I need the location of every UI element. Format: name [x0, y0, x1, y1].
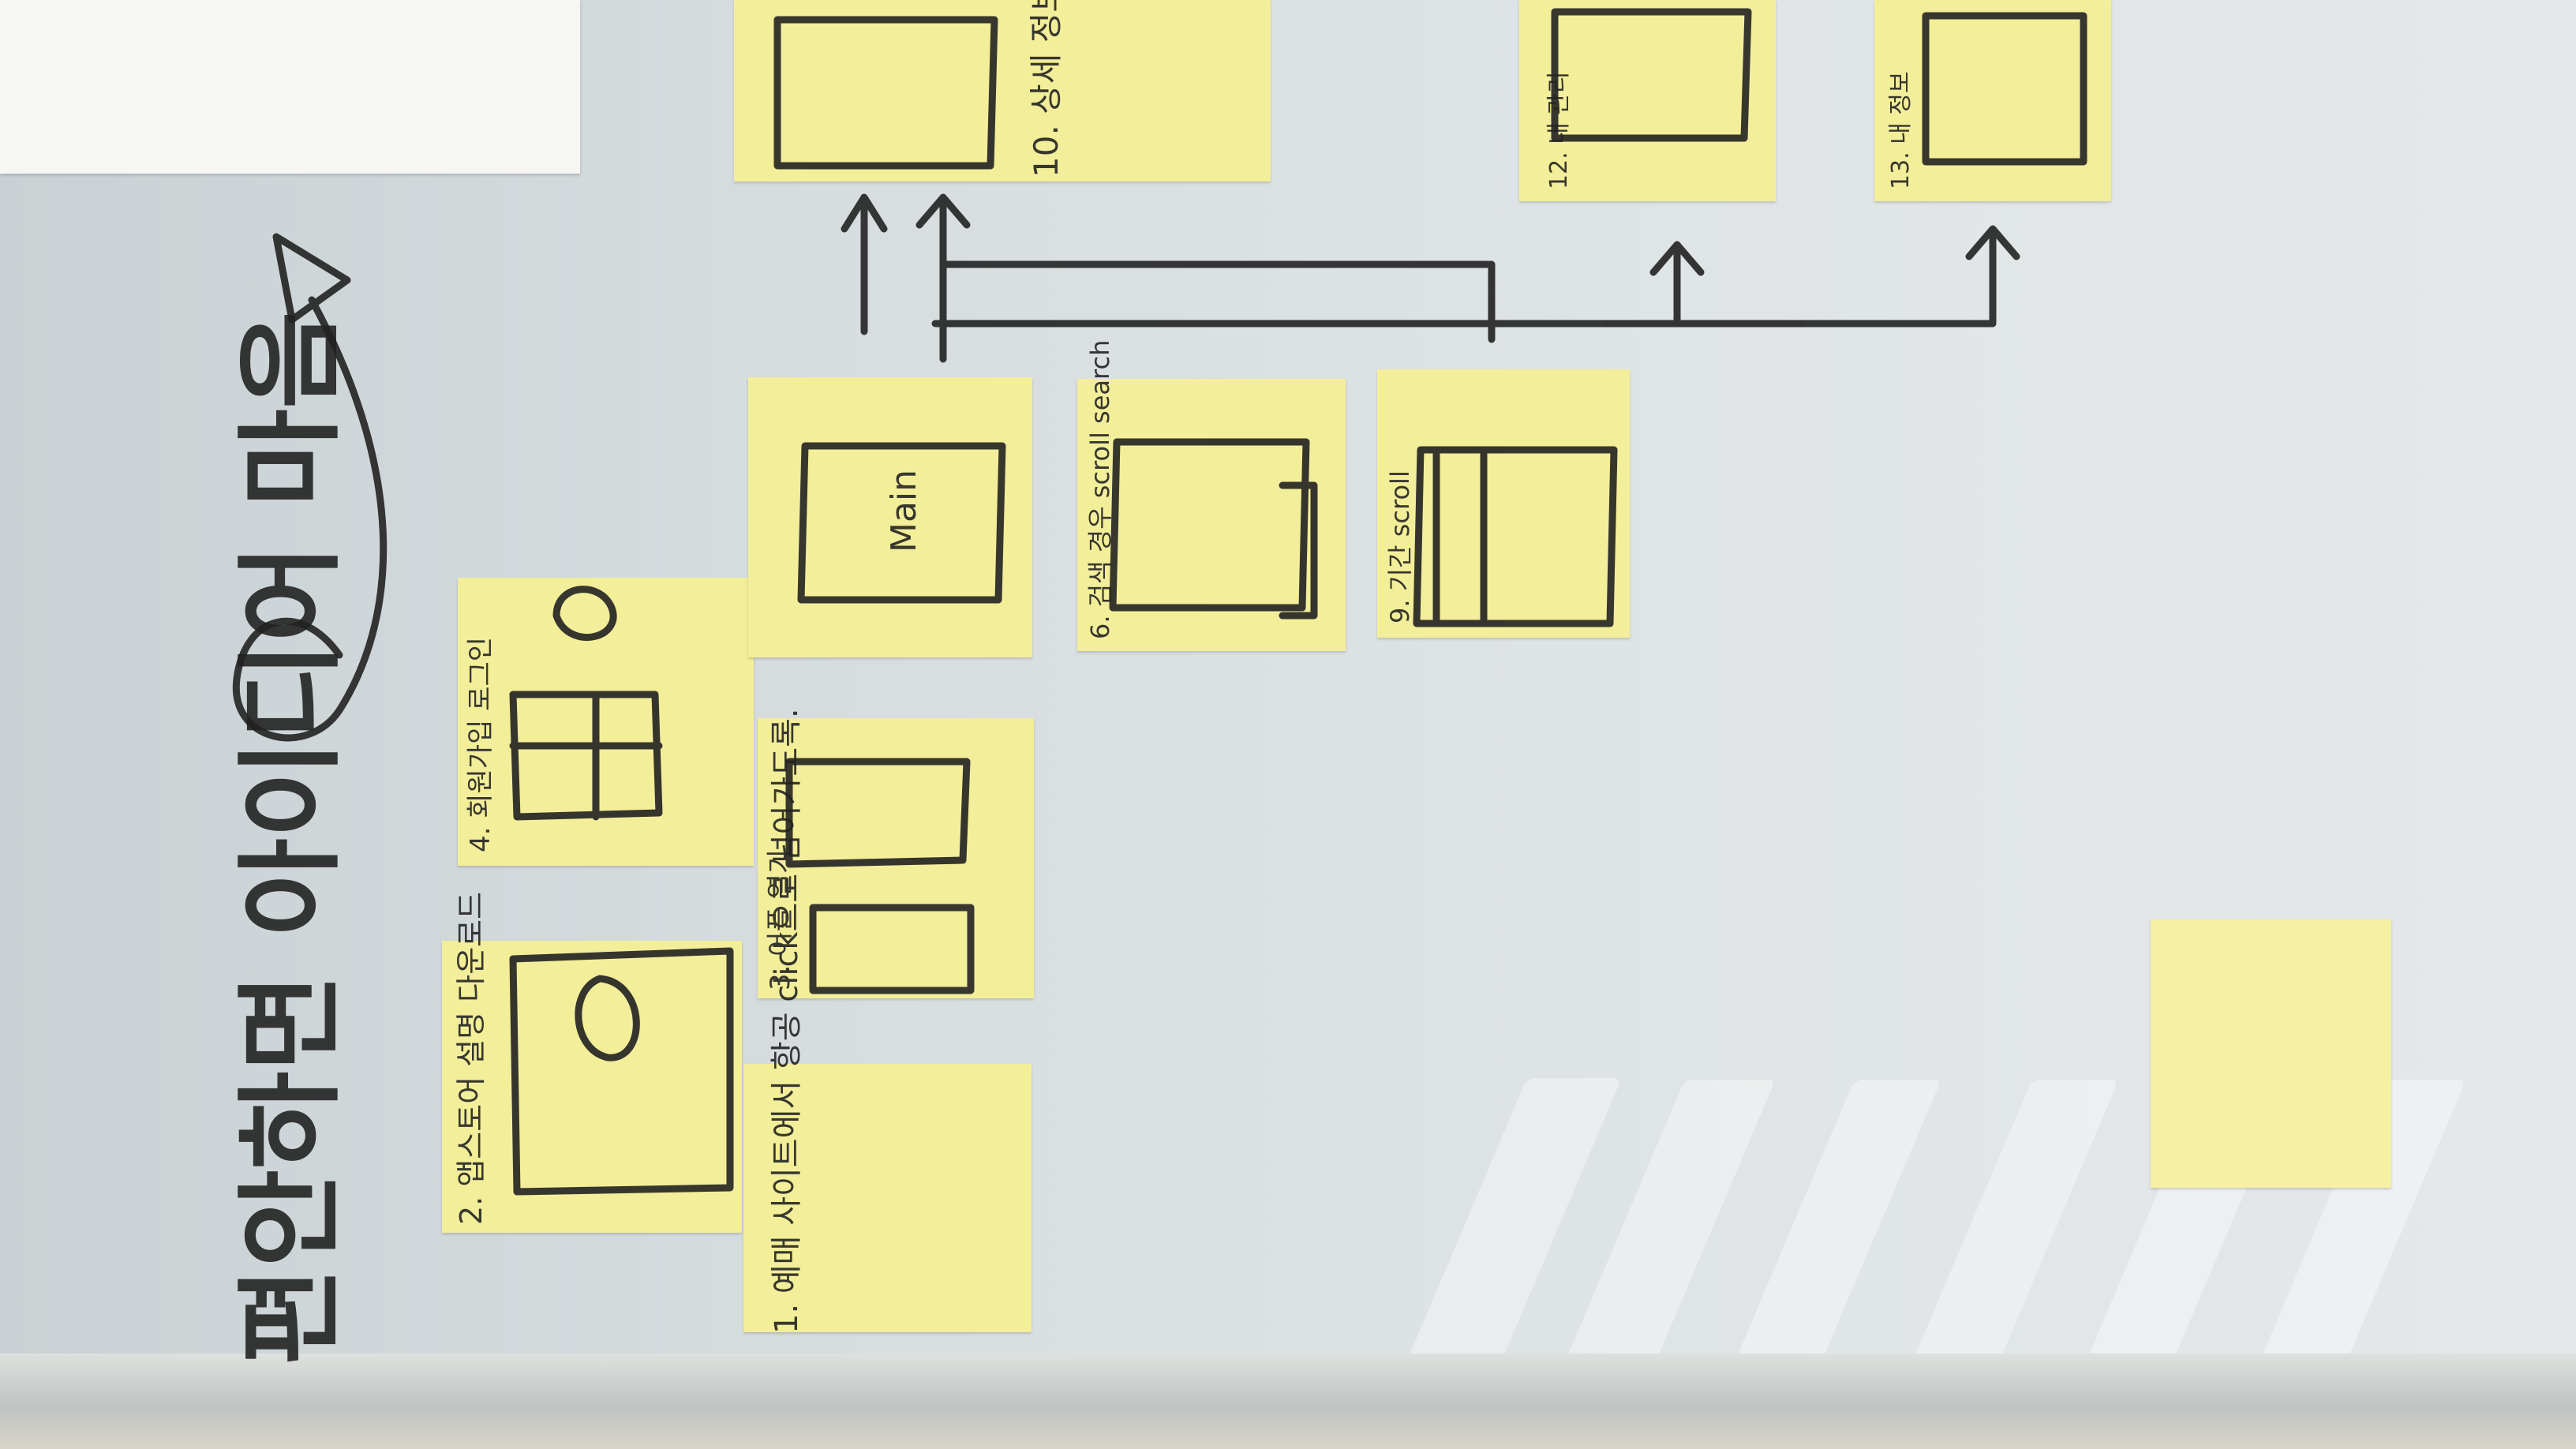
connector-arrow-2: [915, 193, 971, 363]
sticky-note-12: 12. 내 관리: [1519, 0, 1776, 201]
connector-line-lower: [931, 233, 1997, 328]
title-handwriting: 편안하면 아이디어 마음: [229, 311, 353, 1365]
connector-arrow-1: [841, 193, 888, 335]
sticky-note-13: 13. 내 정보: [1874, 0, 2111, 201]
sticky-note-6: 6. 검색 경우 scroll search: [1077, 379, 1346, 651]
curved-arrow-path: [232, 296, 388, 742]
sticky-note-10: 10. 상세 정보: [734, 0, 1271, 182]
sticky-note-1: 1. 예매 사이트에서 항공 click으로 넘어가도록.: [743, 1064, 1032, 1332]
sticky-note-3: 3. 어플 열기: [758, 718, 1034, 998]
whiteboard-edge: [0, 1354, 2576, 1449]
hollow-arrowhead: [272, 233, 351, 324]
connector-arrow-12: [1649, 241, 1705, 328]
sticky-note-2: 2. 앱스토어 설명 다운로드: [442, 941, 742, 1233]
connector-arrow-13: [1965, 225, 2020, 260]
blank-sticky-note: [2151, 919, 2391, 1188]
connector-line-top: [939, 260, 1496, 343]
handout-paper: [0, 0, 580, 174]
sticky-note-9: 9. 기간 scroll: [1377, 369, 1630, 638]
sticky-note-5: 5. Main: [748, 377, 1032, 657]
sticky-note-4: 4. 회원가입 로그인: [458, 578, 754, 866]
